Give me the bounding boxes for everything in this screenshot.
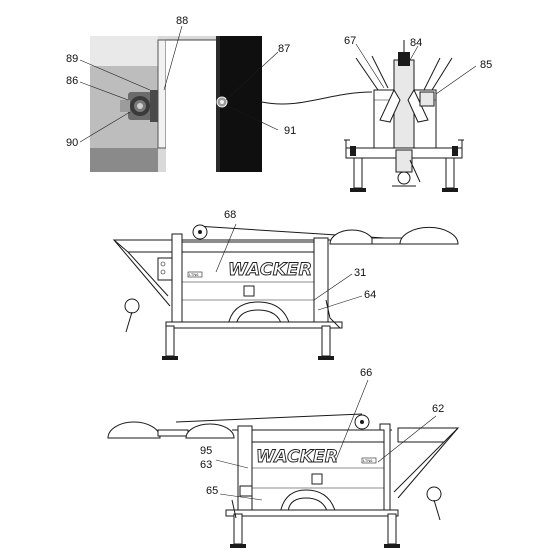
middle-model-plate: LTN6	[189, 272, 199, 277]
callout-88: 88	[176, 15, 188, 27]
callout-89: 89	[66, 53, 78, 65]
callout-66: 66	[360, 367, 372, 379]
callout-90: 90	[66, 137, 78, 149]
detail-leaders	[79, 25, 279, 143]
callout-65: 65	[206, 485, 218, 497]
callout-87: 87	[278, 43, 290, 55]
middle-side-view: WACKER LTN6	[112, 223, 459, 360]
callout-95: 95	[200, 445, 212, 457]
callout-62: 62	[432, 403, 444, 415]
callout-86: 86	[66, 75, 78, 87]
detail-photo	[90, 36, 262, 172]
bottom-model-plate: LTN6	[363, 458, 373, 463]
callout-64: 64	[364, 289, 376, 301]
callout-67: 67	[344, 35, 356, 47]
callout-63: 63	[200, 459, 212, 471]
end-view	[344, 40, 477, 192]
callout-91: 91	[284, 125, 296, 137]
bottom-wacker-logo: WACKER	[256, 447, 338, 467]
bottom-side-view: WACKER LTN6	[107, 379, 460, 548]
connector-curve	[261, 91, 373, 105]
callout-84: 84	[410, 37, 422, 49]
callout-68: 68	[224, 209, 236, 221]
callout-31: 31	[354, 267, 366, 279]
callout-85: 85	[480, 59, 492, 71]
middle-wacker-logo: WACKER	[228, 260, 312, 280]
